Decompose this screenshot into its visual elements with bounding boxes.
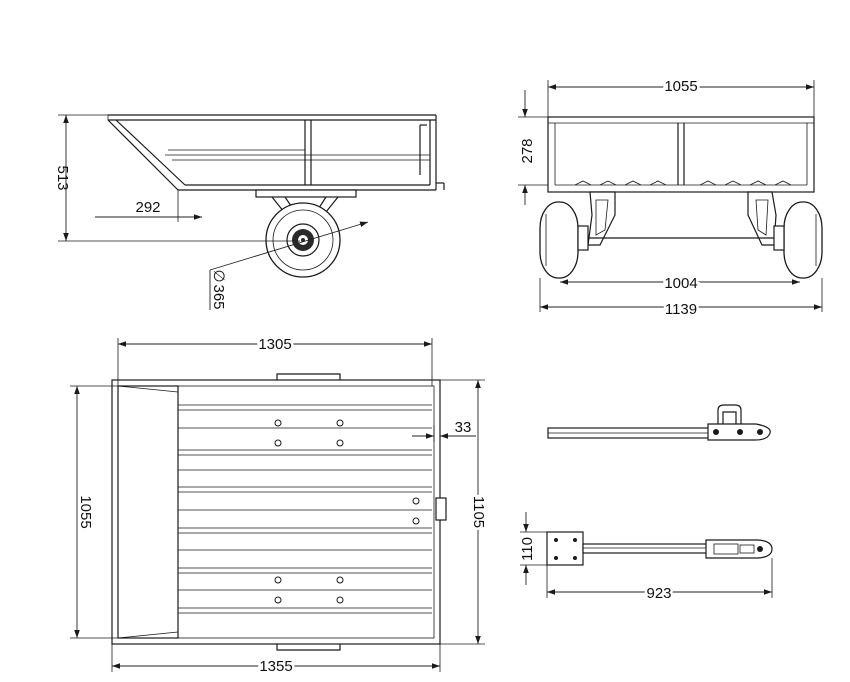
top-overall-length-label: 1355 [259,658,292,675]
wheel-diameter-symbol: ∅ [210,269,227,282]
drawbar-side-view [547,404,771,441]
top-overall-width-label: 1105 [470,496,487,528]
drawbar-length-label: 923 [646,585,671,602]
side-view: 513 292 ∅ 365 [54,114,445,310]
top-view: 1305 1355 1055 1105 33 [70,334,490,678]
front-overall-width-label: 1139 [665,301,697,318]
top-inner-length-label: 1305 [258,336,291,353]
top-inner-width-label: 1055 [77,495,94,528]
front-box-width-label: 1055 [664,78,697,95]
drawbar-plate-height-label: 110 [519,537,536,561]
side-height-label: 513 [54,165,71,190]
front-view: 1055 278 1004 1139 [518,76,823,321]
rear-overhang-label: 292 [135,199,160,216]
drawbar-top-view: 110 923 [519,512,773,605]
front-track-width-label: 1004 [664,275,697,292]
top-rail-offset-label: 33 [455,419,472,436]
front-box-height-label: 278 [519,138,536,163]
wheel-diameter-label: 365 [210,284,227,309]
